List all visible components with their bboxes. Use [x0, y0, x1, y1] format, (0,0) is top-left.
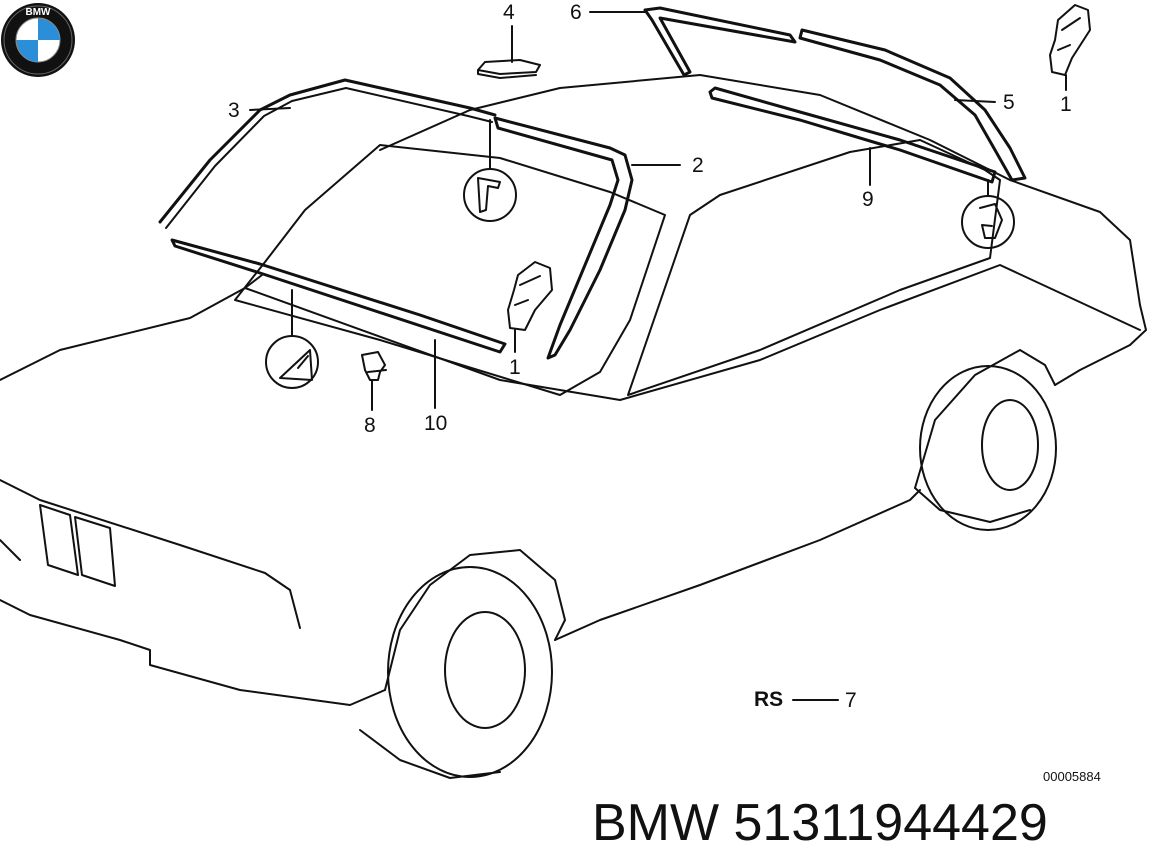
- drip-molding-9: [708, 86, 997, 184]
- rs-label: RS: [754, 688, 784, 711]
- callout-9: 9: [862, 188, 874, 211]
- front-wheel-outer: [387, 566, 553, 778]
- callout-3: 3: [228, 99, 240, 122]
- detail-profile-10: [279, 349, 313, 381]
- rear-tire-bottom: [914, 487, 1031, 523]
- callout-1-center: 1: [509, 356, 521, 379]
- callout-2: 2: [692, 154, 704, 177]
- detail-profile-2: [477, 177, 501, 213]
- callout-4: 4: [503, 1, 515, 24]
- molding-2: [493, 116, 634, 360]
- hood-line: [244, 264, 1141, 401]
- windshield-molding-3-inner: [165, 87, 493, 229]
- callout-10: 10: [424, 412, 448, 435]
- roof-molding-5: [798, 28, 1027, 182]
- headlight-left: [39, 504, 79, 576]
- side-window-outline: [627, 139, 1001, 396]
- clip-1-center: [507, 261, 553, 331]
- detail-circle-2: [463, 168, 517, 222]
- front-fender-arch: [384, 549, 566, 691]
- bmw-logo-icon: BMW: [1, 3, 75, 77]
- windshield-outline: [234, 144, 666, 396]
- detail-circle-9: [961, 195, 1015, 249]
- callout-5: 5: [1003, 91, 1015, 114]
- windshield-molding-3: [158, 78, 497, 224]
- clip-8: [361, 351, 387, 381]
- part-number: BMW 51311944429: [592, 794, 1048, 852]
- front-tire-bottom: [359, 729, 501, 779]
- callout-7: 7: [845, 689, 857, 712]
- front-wheel-inner: [444, 611, 526, 729]
- rear-wheel-inner: [981, 399, 1039, 491]
- rear-wheel-outer: [919, 365, 1057, 531]
- callout-6: 6: [570, 1, 582, 24]
- leader-5: [954, 99, 996, 103]
- rear-fender-arch: [914, 349, 1056, 489]
- leader-3: [249, 107, 291, 111]
- headlight-right: [74, 516, 116, 587]
- roof-molding-6: [643, 6, 797, 77]
- detail-profile-9: [979, 203, 1003, 239]
- car-body-outline: [0, 274, 386, 706]
- clip-1-top: [1049, 4, 1091, 76]
- drawing-number: 00005884: [1043, 769, 1101, 784]
- cover-part-4: [477, 59, 541, 79]
- callout-8: 8: [364, 414, 376, 437]
- bmw-logo-text: BMW: [26, 7, 52, 18]
- door-line: [554, 489, 921, 641]
- callout-1-top: 1: [1060, 93, 1072, 116]
- lower-molding-10: [170, 238, 507, 354]
- roof-line: [379, 74, 1147, 386]
